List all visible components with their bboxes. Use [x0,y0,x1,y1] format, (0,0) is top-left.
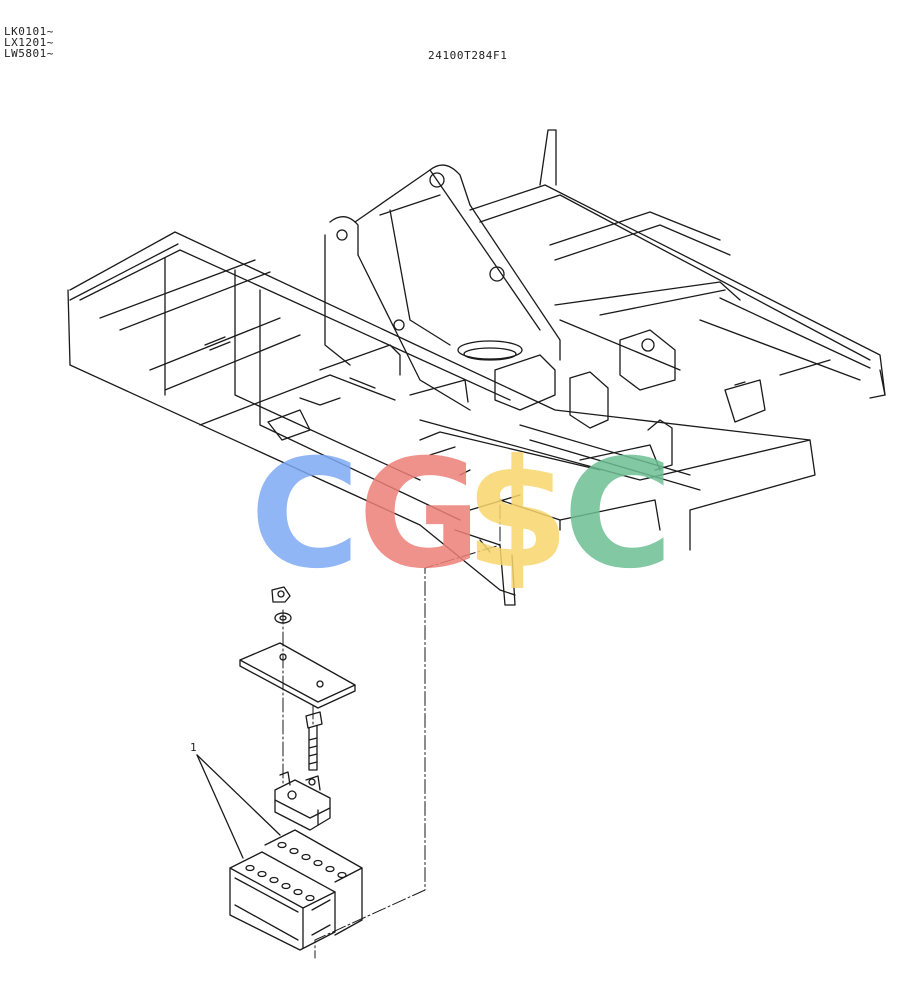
watermark-letter: C [250,428,361,602]
hold-down-bolt [305,711,323,771]
serial-range: LX1201~ [4,36,54,49]
watermark-letter: $ [465,428,570,602]
bolt-nut [271,586,291,603]
upper-frame [67,129,886,606]
watermark-letter: C [563,428,674,602]
washer [274,612,292,624]
serial-range: LW5801~ [4,47,54,60]
battery-clamp [274,771,331,831]
watermark-letter: G [358,428,482,602]
serial-range: LK0101~ [4,25,54,38]
callout-label: 1 [190,741,197,754]
callout-1-leaders [196,754,281,859]
serial-range-list: LK0101~ LX1201~ LW5801~ [4,26,54,59]
hold-down-plate [239,642,356,709]
battery [229,829,363,951]
drawing-code: 24100T284F1 [428,49,508,62]
